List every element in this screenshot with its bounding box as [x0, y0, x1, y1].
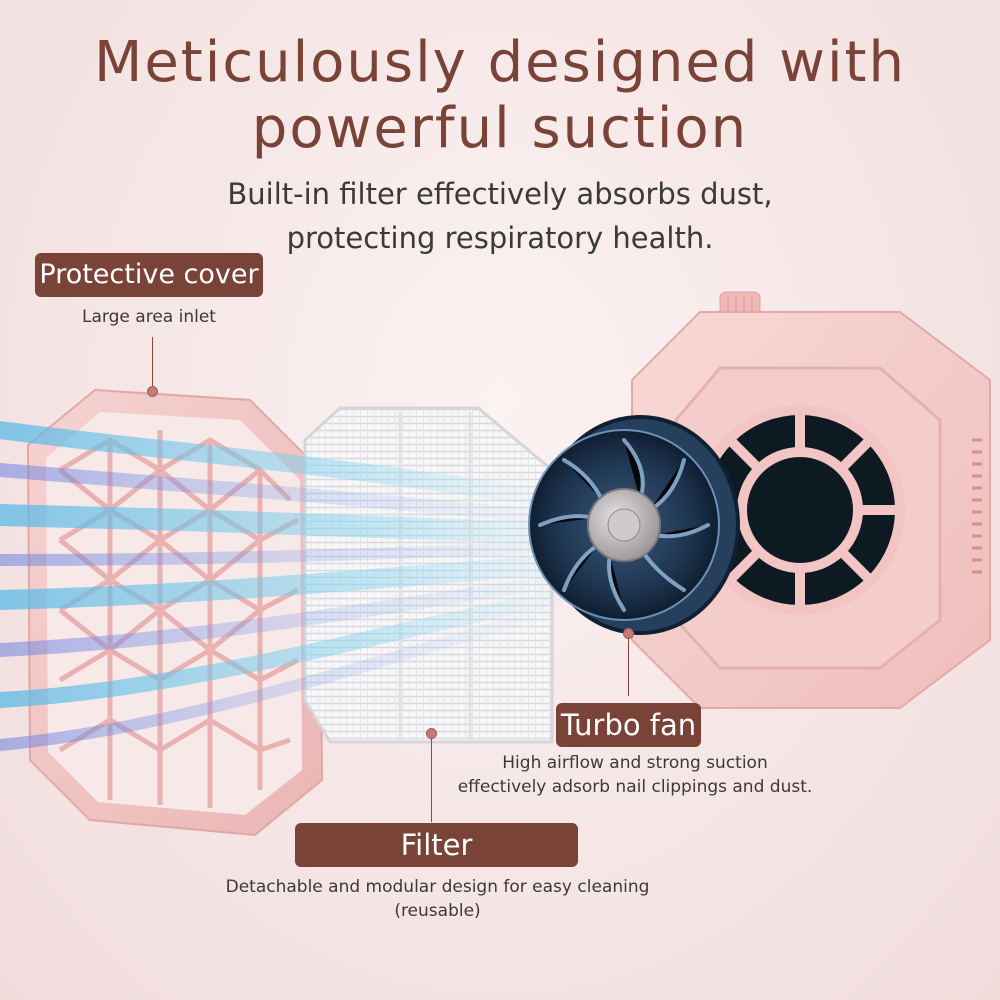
turbo-fan-illustration	[528, 415, 740, 635]
protective-cover-label: Protective cover	[39, 259, 259, 290]
filter-leader	[431, 738, 432, 822]
protective-cover-dot	[147, 386, 158, 397]
turbo-fan-label: Turbo fan	[560, 708, 697, 742]
turbo-fan-caption-line-1: High airflow and strong suction	[502, 753, 768, 773]
filter-caption-line-1: Detachable and modular design for easy c…	[225, 877, 650, 897]
airflow-streaks	[0, 421, 626, 751]
turbo-fan-caption: High airflow and strong suction effectiv…	[430, 751, 840, 799]
subtitle-line-1: Built-in filter effectively absorbs dust…	[227, 177, 773, 211]
title-line-1: Meticulously designed with	[94, 30, 906, 95]
turbo-fan-leader	[628, 638, 629, 696]
protective-cover-badge: Protective cover	[35, 253, 263, 297]
device-body	[631, 291, 991, 709]
protective-cover-leader	[152, 337, 153, 389]
turbo-fan-caption-line-2: effectively adsorb nail clippings and du…	[457, 777, 813, 797]
title-line-2: powerful suction	[251, 96, 749, 161]
filter-caption: Detachable and modular design for easy c…	[200, 875, 675, 923]
protective-cover-caption: Large area inlet	[82, 307, 216, 327]
page-subtitle: Built-in filter effectively absorbs dust…	[0, 172, 1000, 260]
page-title: Meticulously designed with powerful suct…	[0, 30, 1000, 162]
filter-caption-line-2: (reusable)	[394, 901, 481, 921]
filter-badge: Filter	[295, 823, 578, 867]
subtitle-line-2: protecting respiratory health.	[286, 221, 714, 255]
filter-label: Filter	[400, 828, 473, 862]
turbo-fan-badge: Turbo fan	[556, 703, 701, 747]
